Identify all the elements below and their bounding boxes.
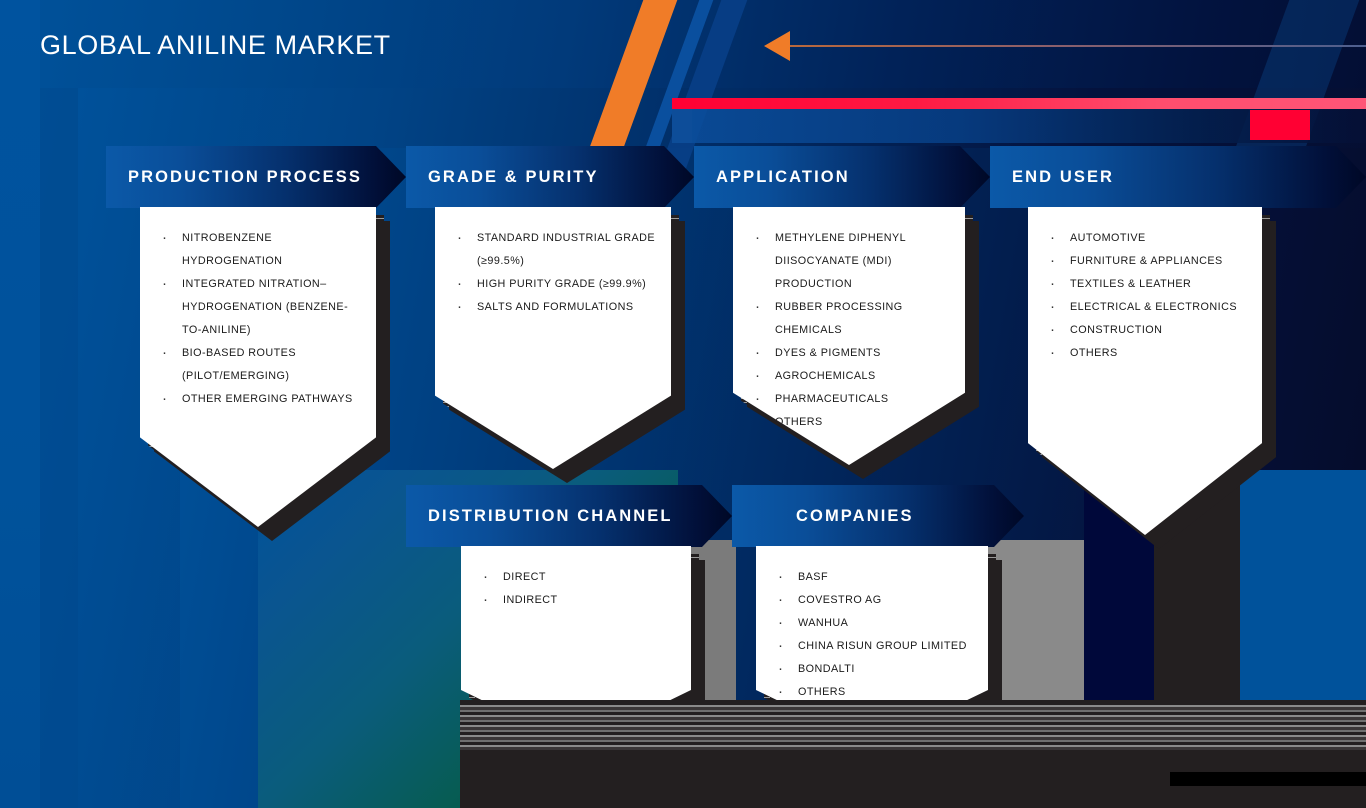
list-item: PHARMACEUTICALS bbox=[751, 387, 951, 411]
list-item: RUBBER PROCESSING CHEMICALS bbox=[751, 295, 951, 342]
card-production-process: NITROBENZENE HYDROGENATIONINTEGRATED NIT… bbox=[140, 207, 390, 541]
bullet-list-application: METHYLENE DIPHENYL DIISOCYANATE (MDI) PR… bbox=[733, 207, 965, 434]
blue-nub-block bbox=[672, 109, 692, 143]
card-end-user: AUTOMOTIVEFURNITURE & APPLIANCESTEXTILES… bbox=[1028, 207, 1276, 549]
background-left-column-secondary bbox=[40, 88, 78, 808]
list-item: BASF bbox=[774, 565, 974, 589]
list-item: DIRECT bbox=[479, 565, 677, 589]
list-item: METHYLENE DIPHENYL DIISOCYANATE (MDI) PR… bbox=[751, 226, 951, 296]
segment-header-application[interactable]: APPLICATION bbox=[694, 146, 990, 208]
segment-title: PRODUCTION PROCESS bbox=[128, 167, 362, 186]
list-item: ELECTRICAL & ELECTRONICS bbox=[1046, 295, 1248, 319]
list-item: BIO-BASED ROUTES (PILOT/EMERGING) bbox=[158, 341, 362, 388]
card-grade-purity: STANDARD INDUSTRIAL GRADE (≥99.5%)HIGH P… bbox=[435, 207, 685, 483]
bullet-list-end-user: AUTOMOTIVEFURNITURE & APPLIANCESTEXTILES… bbox=[1028, 207, 1262, 365]
list-item: STANDARD INDUSTRIAL GRADE (≥99.5%) bbox=[453, 226, 657, 273]
segment-title: GRADE & PURITY bbox=[428, 167, 599, 186]
bullet-list-companies: BASFCOVESTRO AGWANHUACHINA RISUN GROUP L… bbox=[756, 546, 988, 704]
segment-header-end-user[interactable]: END USER bbox=[990, 146, 1366, 208]
list-item: DYES & PIGMENTS bbox=[751, 341, 951, 365]
bottom-black-bar bbox=[1170, 772, 1366, 786]
arrow-rule-line bbox=[790, 45, 1366, 47]
card-application: METHYLENE DIPHENYL DIISOCYANATE (MDI) PR… bbox=[733, 207, 979, 479]
segment-header-grade-purity[interactable]: GRADE & PURITY bbox=[406, 146, 694, 208]
list-item: INDIRECT bbox=[479, 588, 677, 612]
background-blue-column-right bbox=[1240, 470, 1366, 708]
list-item: OTHERS bbox=[1046, 341, 1248, 365]
list-item: TEXTILES & LEATHER bbox=[1046, 272, 1248, 296]
bullet-list-grade-purity: STANDARD INDUSTRIAL GRADE (≥99.5%)HIGH P… bbox=[435, 207, 671, 319]
bottom-plinth-stripes bbox=[460, 702, 1366, 750]
list-item: SALTS AND FORMULATIONS bbox=[453, 295, 657, 319]
page-title: GLOBAL ANILINE MARKET bbox=[40, 30, 391, 60]
segment-title: DISTRIBUTION CHANNEL bbox=[428, 506, 673, 525]
left-arrow-icon bbox=[764, 31, 790, 61]
list-item: BONDALTI bbox=[774, 657, 974, 681]
segment-title: APPLICATION bbox=[716, 167, 850, 186]
segment-header-companies[interactable]: COMPANIES bbox=[732, 485, 1024, 547]
list-item: AUTOMOTIVE bbox=[1046, 226, 1248, 250]
segment-header-production-process[interactable]: PRODUCTION PROCESS bbox=[106, 146, 406, 208]
list-item: COVESTRO AG bbox=[774, 588, 974, 612]
list-item: OTHERS bbox=[774, 680, 974, 704]
red-square-marker bbox=[1250, 110, 1310, 140]
bullet-list-distribution-channel: DIRECTINDIRECT bbox=[461, 546, 691, 612]
list-item: CONSTRUCTION bbox=[1046, 318, 1248, 342]
bullet-list-production-process: NITROBENZENE HYDROGENATIONINTEGRATED NIT… bbox=[140, 207, 376, 411]
list-item: CHINA RISUN GROUP LIMITED bbox=[774, 634, 974, 658]
list-item: HIGH PURITY GRADE (≥99.9%) bbox=[453, 272, 657, 296]
list-item: NITROBENZENE HYDROGENATION bbox=[158, 226, 362, 273]
list-item: INTEGRATED NITRATION–HYDROGENATION (BENZ… bbox=[158, 272, 362, 342]
background-left-column bbox=[0, 0, 40, 808]
list-item: WANHUA bbox=[774, 611, 974, 635]
segment-title: END USER bbox=[1012, 167, 1115, 186]
segment-title: COMPANIES bbox=[796, 506, 914, 525]
list-item: OTHER EMERGING PATHWAYS bbox=[158, 387, 362, 411]
list-item: FURNITURE & APPLIANCES bbox=[1046, 249, 1248, 273]
background-grey-column-right bbox=[1000, 600, 1084, 710]
list-item: AGROCHEMICALS bbox=[751, 364, 951, 388]
red-divider-bar bbox=[672, 98, 1366, 109]
segment-header-distribution-channel[interactable]: DISTRIBUTION CHANNEL bbox=[406, 485, 732, 547]
